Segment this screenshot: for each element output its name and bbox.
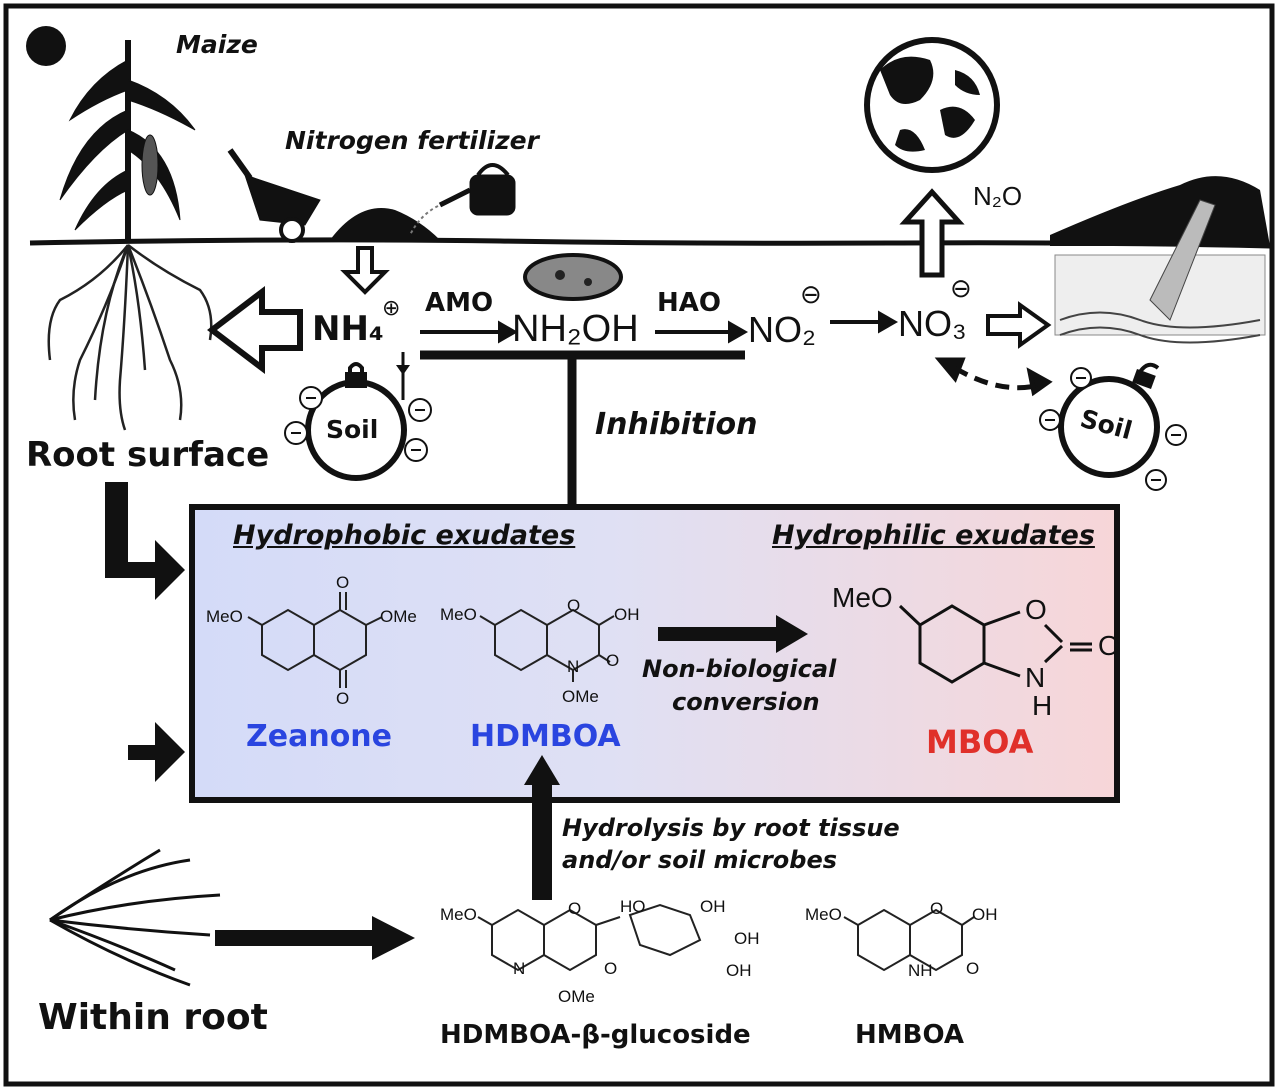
glucoside-n: N	[513, 959, 526, 978]
zeanone-o-top: O	[336, 573, 350, 592]
soil-left-label: Soil	[326, 415, 379, 444]
nitrite-label: NO₂	[748, 309, 816, 350]
glucoside-o-keto: O	[604, 959, 618, 978]
fertilizer-label: Nitrogen fertilizer	[285, 126, 539, 155]
hydrolysis-line2: and/or soil microbes	[562, 846, 838, 874]
wheelbarrow-icon	[227, 148, 321, 243]
within-root-roots-icon	[49, 848, 221, 987]
hmboa-o: O	[930, 899, 944, 918]
hdmboa-o-keto: O	[606, 651, 620, 670]
maize-label: Maize	[176, 30, 258, 59]
zeanone-o-bottom: O	[336, 689, 350, 708]
hmboa-nh: NH	[908, 961, 933, 980]
mboa-name: MBOA	[926, 723, 1034, 761]
hdmboa-name: HDMBOA	[470, 719, 621, 754]
leaching-arrow	[986, 301, 1052, 349]
soil-particle-left-icon	[284, 352, 432, 481]
exudate-panel	[189, 504, 1120, 803]
hydrophobic-heading: Hydrophobic exudates	[233, 520, 576, 551]
zeanone-ome: OMe	[380, 607, 417, 626]
hmboa-o-keto: O	[966, 959, 980, 978]
hmboa-oh: OH	[972, 905, 998, 924]
glucoside-oh-bottom: OH	[726, 961, 752, 980]
glucoside-structure	[477, 903, 702, 972]
ammonium-uptake-arrow	[207, 285, 303, 375]
mboa-structure	[898, 604, 1092, 684]
reaction-arrows	[420, 310, 899, 344]
hdmboa-oh: OH	[614, 605, 640, 624]
mboa-o-ring: O	[1025, 594, 1047, 625]
root-surface-label: Root surface	[26, 435, 270, 475]
conversion-line2: conversion	[672, 688, 820, 716]
ammonium-label: NH₄	[312, 309, 384, 349]
nitrite-charge: ⊖	[800, 280, 822, 310]
glucoside-o: O	[568, 899, 582, 918]
maize-roots-icon	[47, 244, 213, 431]
soil-pile-icon	[330, 208, 440, 240]
mboa-meo: MeO	[832, 582, 893, 613]
conversion-arrow	[658, 615, 808, 653]
soil-particle-right-icon	[1039, 362, 1187, 491]
glucoside-oh-right: OH	[734, 929, 760, 948]
watering-can-icon	[409, 163, 516, 236]
hydrophilic-heading: Hydrophilic exudates	[772, 520, 1095, 551]
within-root-elbow-arrow	[105, 722, 185, 830]
glucoside-oh-top: OH	[700, 897, 726, 916]
glucoside-ome: OMe	[558, 987, 595, 1006]
hdmboa-n: N	[567, 657, 580, 676]
within-root-arrow	[215, 916, 415, 960]
hdmboa-o: O	[567, 596, 581, 615]
conversion-line1: Non-biological	[642, 655, 837, 683]
hmboa-meo: MeO	[805, 905, 842, 924]
sun-icon	[26, 26, 66, 66]
nitrate-label: NO₃	[898, 303, 967, 344]
inhibition-bar	[420, 350, 745, 505]
hydroxylamine-label: NH₂OH	[512, 308, 639, 350]
outer-frame	[3, 3, 1275, 1087]
inhibition-label: Inhibition	[595, 407, 758, 442]
zeanone-structure	[247, 592, 383, 688]
within-root-label: Within root	[38, 997, 268, 1038]
ammonium-charge: ⊕	[382, 296, 401, 321]
zeanone-name: Zeanone	[246, 719, 393, 754]
hmboa-name: HMBOA	[855, 1020, 964, 1050]
glucoside-meo: MeO	[440, 905, 477, 924]
hdmboa-meo: MeO	[440, 605, 477, 624]
amo-label: AMO	[425, 288, 494, 318]
mboa-h: H	[1032, 690, 1053, 721]
maize-plant-icon	[59, 40, 196, 240]
zeanone-meo: MeO	[206, 607, 243, 626]
hdmboa-structure	[479, 608, 615, 682]
n2o-label: N₂O	[973, 181, 1023, 211]
glucoside-ho: HO	[620, 897, 646, 916]
mountain-field-icon	[1050, 176, 1270, 344]
mboa-n: N	[1025, 662, 1046, 693]
root-surface-elbow-arrow	[105, 482, 185, 600]
hmboa-structure	[843, 908, 975, 972]
fertilizer-down-arrow	[340, 246, 390, 295]
hydrolysis-line1: Hydrolysis by root tissue	[562, 814, 900, 842]
earth-globe-icon	[864, 37, 1000, 173]
adsorption-double-arrow	[934, 357, 1053, 397]
glucoside-name: HDMBOA-β-glucoside	[440, 1020, 751, 1050]
soil-microbe-icon	[523, 253, 623, 301]
n2o-up-arrow	[899, 188, 965, 278]
hao-label: HAO	[657, 288, 721, 318]
nitrate-charge: ⊖	[950, 274, 972, 304]
hydrolysis-up-arrow	[524, 755, 560, 900]
mboa-o-keto: O	[1098, 630, 1120, 661]
hdmboa-ome: OMe	[562, 687, 599, 706]
